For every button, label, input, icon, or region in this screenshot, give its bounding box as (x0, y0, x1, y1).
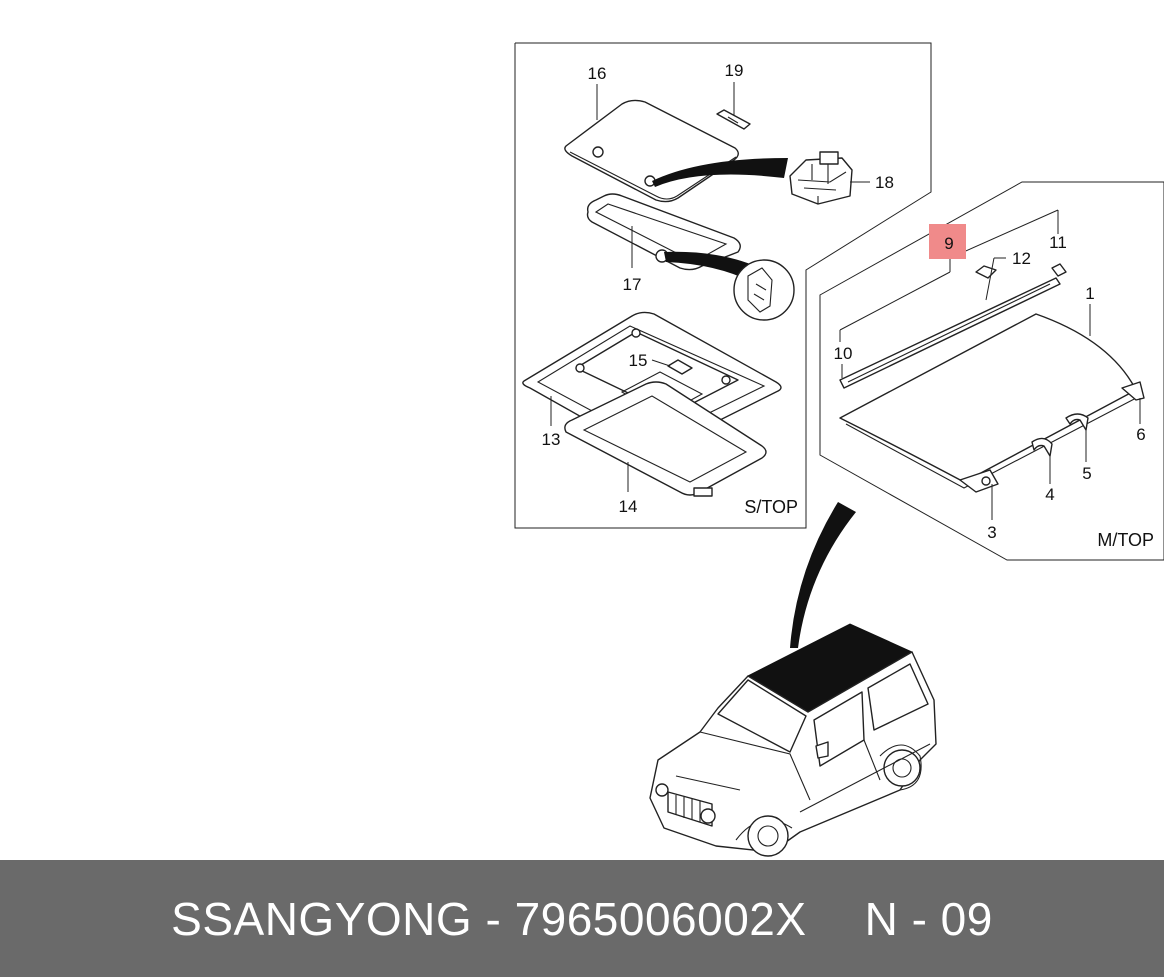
section-label-metal-top: M/TOP (1097, 530, 1154, 550)
footer-separator: - (485, 892, 502, 945)
roof-bow-4 (1031, 437, 1053, 457)
callout-6: 6 (1136, 425, 1145, 444)
roof-panel-1 (839, 313, 1141, 489)
callout-1: 1 (1085, 284, 1094, 303)
callout-14: 14 (619, 497, 638, 516)
nut-12 (975, 265, 997, 279)
footer-bar: SSANGYONG - 7965006002X N - 09 (0, 860, 1164, 977)
bracket-19 (716, 109, 751, 130)
callout-16: 16 (588, 64, 607, 83)
clip-15 (667, 359, 693, 375)
leader-lines (550, 82, 1141, 520)
seal-detail-circle (733, 259, 795, 321)
callout-5: 5 (1082, 464, 1091, 483)
callout-4: 4 (1045, 485, 1054, 504)
callout-15: 15 (629, 351, 648, 370)
roof-front-rail-9 (839, 277, 1061, 389)
parts-diagram: 16 19 18 17 15 13 14 S/TOP 9 12 11 1 10 … (514, 42, 1164, 857)
metal-top-panel-frame (819, 181, 1164, 561)
callout-19: 19 (725, 61, 744, 80)
callout-3: 3 (987, 523, 996, 542)
roof-bow-5 (1065, 413, 1089, 431)
callout-10: 10 (834, 344, 853, 363)
callout-17: 17 (623, 275, 642, 294)
callout-9: 9 (944, 234, 953, 253)
sunroof-glass-16 (564, 99, 739, 203)
callout-13: 13 (542, 430, 561, 449)
section-label-sunroof: S/TOP (744, 497, 798, 517)
highlight-box-9 (929, 224, 966, 259)
sunroof-panel-frame (514, 42, 932, 529)
footer-brand: SSANGYONG (171, 892, 473, 945)
roof-rear-rail-3 (959, 469, 999, 493)
clip-11 (1051, 263, 1067, 277)
footer-diagram-ref: N - 09 (864, 892, 993, 945)
callout-11: 11 (1049, 233, 1067, 252)
roof-bow-6 (1121, 381, 1145, 401)
footer-part-number: 7965006002X (514, 892, 807, 945)
link-arrow-seal-detail (664, 251, 760, 282)
link-arrow-glass-to-motor (652, 158, 788, 187)
callout-18: 18 (875, 173, 894, 192)
callout-12: 12 (1012, 249, 1031, 268)
sunroof-motor-18 (789, 151, 853, 205)
drain-frame-14 (564, 381, 767, 497)
link-arrow-roof-to-vehicle (790, 502, 856, 648)
vehicle-illustration (649, 623, 937, 857)
